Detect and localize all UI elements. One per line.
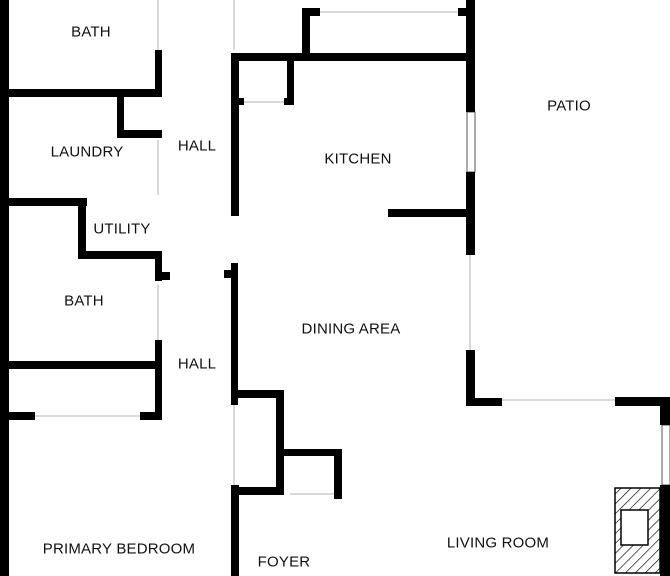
windows (35, 0, 670, 495)
wall-pantry-bottom-left (239, 98, 244, 105)
wall-utility-right (155, 251, 162, 281)
label-dining-area: DINING AREA (302, 321, 401, 338)
wall-exterior-left (0, 0, 9, 576)
label-hall-lower: HALL (178, 356, 216, 373)
label-primary-bedroom: PRIMARY BEDROOM (43, 541, 195, 558)
label-patio: PATIO (547, 98, 591, 115)
wall-closet-shelf-right (334, 449, 342, 499)
wall-bedroom-top-right (140, 412, 162, 420)
label-bath-upper: BATH (71, 24, 111, 41)
label-utility: UTILITY (93, 221, 150, 238)
wall-patio-bottom-left (466, 398, 502, 406)
window-kitchen-patio (466, 111, 476, 173)
wall-bedroom-hall-right (155, 366, 162, 420)
room-labels: BATH LAUNDRY HALL KITCHEN PATIO UTILITY … (43, 24, 591, 571)
label-bath-lower: BATH (64, 293, 104, 310)
wall-laundry-notch-v (117, 97, 124, 137)
wall-utility-bottom (78, 251, 162, 259)
wall-patio-left-top (466, 0, 475, 112)
wall-closet-right (276, 390, 284, 495)
wall-alcove-left (302, 8, 310, 58)
label-hall-upper: HALL (178, 138, 216, 155)
wall-dining-stub (224, 270, 232, 278)
wall-kitchen-left (231, 53, 239, 216)
wall-laundry-notch-h (117, 130, 162, 138)
wall-bath-lower-right (155, 340, 162, 370)
wall-closet-shelf-top (284, 449, 341, 456)
wall-utility-left (78, 198, 86, 258)
wall-utility-stub (162, 272, 170, 280)
wall-alcove-top-left (302, 8, 320, 16)
wall-bedroom-top-left (9, 412, 35, 420)
wall-closet-bottom-left (238, 487, 284, 495)
fireplace-icon (614, 487, 661, 574)
wall-alcove-top-right (458, 8, 469, 16)
wall-laundry-utility (9, 198, 87, 206)
wall-patio-left-bottom (466, 350, 475, 406)
wall-closet-top (231, 390, 284, 398)
wall-living-right-top (660, 397, 670, 425)
wall-pantry-right (287, 61, 294, 105)
wall-pantry-bottom-stub (284, 98, 294, 105)
wall-dining-left (231, 263, 238, 405)
wall-living-right-bottom (660, 485, 670, 576)
wall-patio-bottom-right (615, 397, 664, 406)
label-living-room: LIVING ROOM (447, 535, 549, 552)
wall-bath-upper-right (155, 50, 162, 96)
wall-kitchen-counter (388, 209, 475, 217)
wall-bath-lower-bottom (9, 361, 162, 369)
label-laundry: LAUNDRY (51, 144, 124, 161)
label-foyer: FOYER (258, 554, 311, 571)
wall-bath-laundry (9, 89, 162, 97)
label-kitchen: KITCHEN (324, 151, 391, 168)
wall-foyer-left (231, 485, 239, 576)
wall-pantry-top (231, 53, 469, 61)
window-living-right (661, 424, 670, 486)
